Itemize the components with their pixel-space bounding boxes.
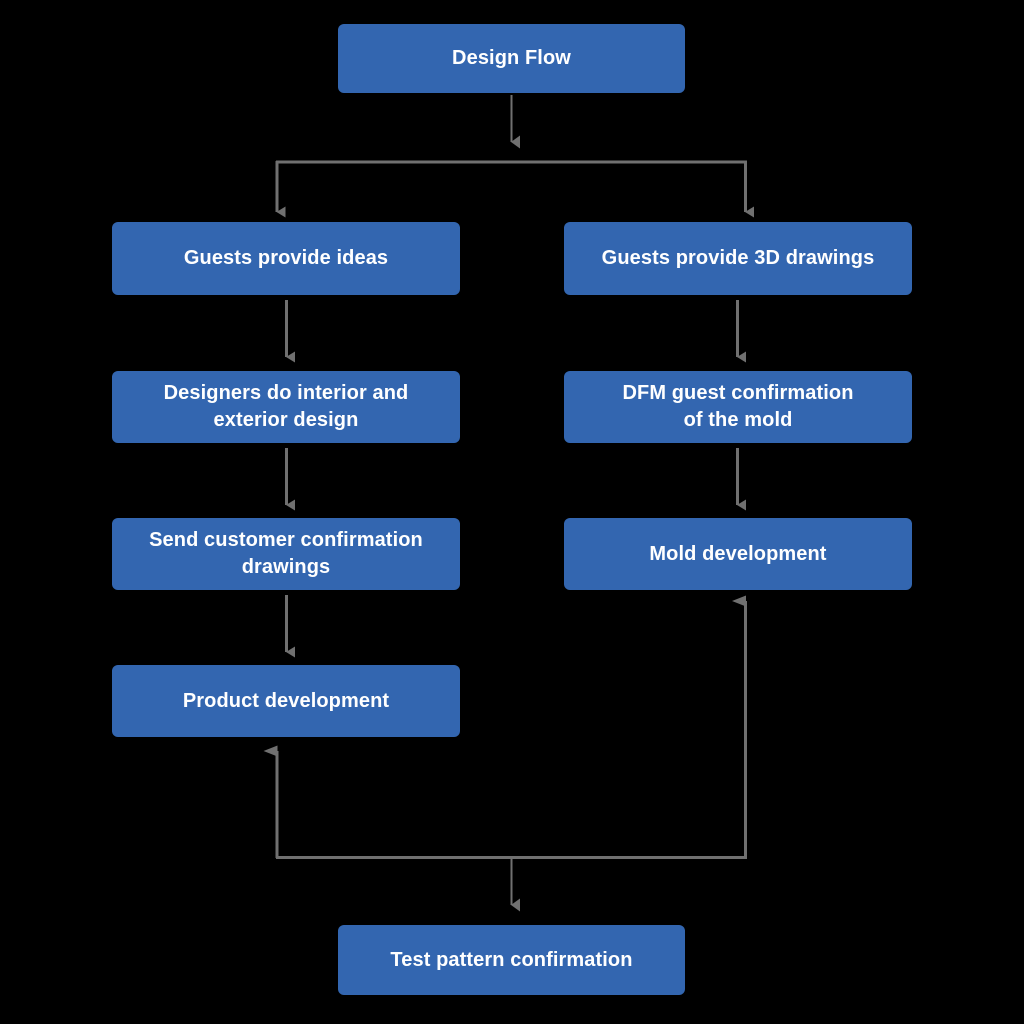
node-guests-provide-ideas[interactable]: Guests provide ideas [112, 222, 460, 295]
node-mold-development-label: Mold development [649, 542, 827, 565]
node-guests-provide-3d-drawings[interactable]: Guests provide 3D drawings [564, 222, 912, 295]
node-guests-provide-3d-drawings-label: Guests provide 3D drawings [601, 247, 875, 269]
node-guests-provide-ideas-label: Guests provide ideas [183, 247, 389, 269]
node-product-development[interactable]: Product development [112, 665, 460, 737]
node-test-pattern-confirmation[interactable]: Test pattern confirmation [338, 925, 685, 995]
edge-design-flow-to-split [276, 95, 747, 164]
node-design-flow-label: Design Flow [452, 47, 571, 69]
node-dfm-guest-confirmation-label: DFM guest confirmation of the mold [622, 382, 854, 431]
node-test-pattern-confirmation-label: Test pattern confirmation [390, 948, 633, 971]
node-send-customer-confirmation-drawings[interactable]: Send customer confirmation drawings [112, 518, 460, 590]
node-send-customer-confirmation-drawings-label: Send customer confirmation drawings [149, 529, 423, 578]
node-design-flow[interactable]: Design Flow [338, 24, 685, 93]
node-designers-design[interactable]: Designers do interior and exterior desig… [112, 371, 460, 443]
node-dfm-guest-confirmation[interactable]: DFM guest confirmation of the mold [564, 371, 912, 443]
node-mold-development[interactable]: Mold development [564, 518, 912, 590]
node-designers-design-label: Designers do interior and exterior desig… [163, 382, 409, 431]
node-product-development-label: Product development [182, 689, 390, 712]
